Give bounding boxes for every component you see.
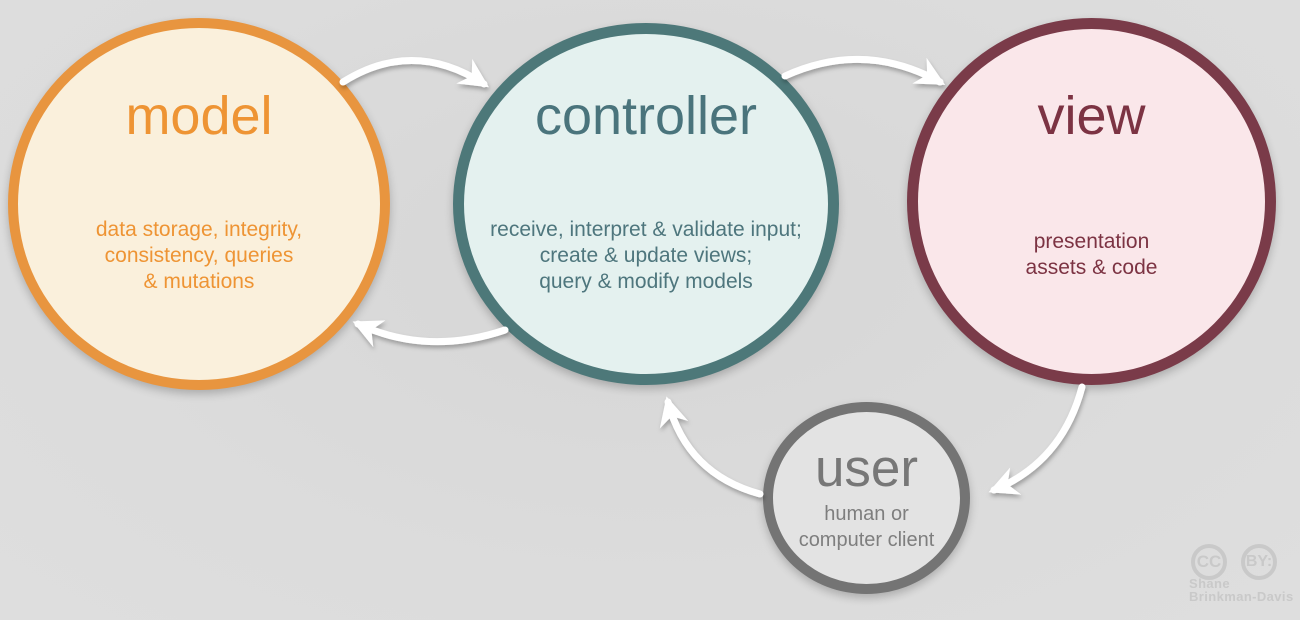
controller-title: controller	[534, 86, 758, 146]
arrow-controller-to-view	[781, 55, 946, 86]
by-badge-icon: BY:	[1241, 544, 1277, 580]
arrow-view-to-user	[988, 383, 1086, 495]
user-description: human or computer client	[798, 503, 935, 551]
arrow-user-to-controller	[659, 396, 764, 498]
view-description: presentation assets & code	[1025, 230, 1158, 279]
cc-badge-icon: CC	[1191, 544, 1227, 580]
model-description: data storage, integrity, consistency, qu…	[95, 218, 303, 293]
view-node	[907, 18, 1276, 385]
arrow-model-to-controller	[339, 57, 489, 88]
arrow-controller-to-model	[352, 320, 509, 348]
user-title: user	[814, 439, 919, 498]
model-node	[8, 18, 390, 390]
author-credit: Shane Brinkman-Davis	[1189, 576, 1294, 604]
user-node	[763, 402, 970, 594]
controller-node	[453, 23, 839, 385]
controller-description: receive, interpret & validate input; cre…	[490, 218, 802, 293]
model-title: model	[125, 86, 273, 146]
view-title: view	[1037, 86, 1146, 146]
